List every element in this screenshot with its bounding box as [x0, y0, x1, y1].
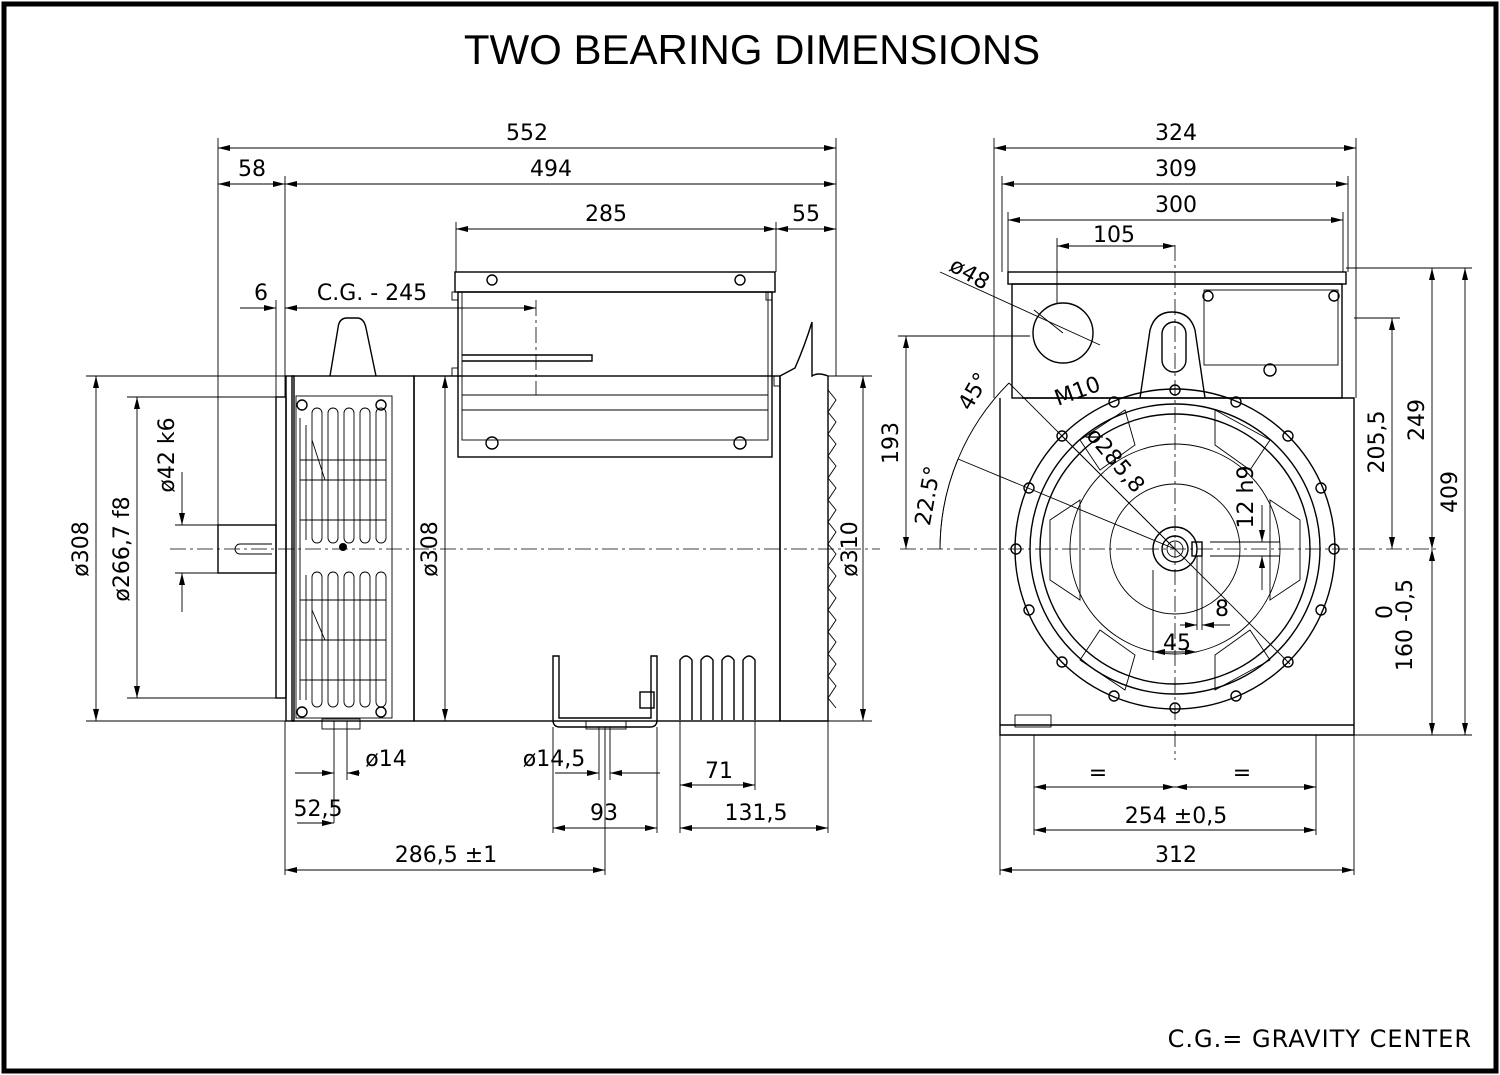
- dim-dia-rear: ø310: [838, 521, 863, 576]
- dim-dia-flange: ø308: [69, 521, 94, 576]
- dim-height-249: 249: [1405, 399, 1430, 441]
- side-view: 552 58 494 285 55 6 C.G. - 245 ø308 ø266…: [69, 121, 880, 875]
- dim-body-length: 494: [530, 157, 572, 182]
- rear-cover: [779, 321, 829, 722]
- stator-body: [413, 375, 781, 722]
- dim-pcd: ø285,8: [1081, 424, 1149, 499]
- dim-foot-span: 286,5 ±1: [395, 843, 497, 868]
- dim-equal-right: =: [1233, 761, 1251, 786]
- fan-grille: [295, 395, 393, 719]
- dim-dia-shaft: ø42 k6: [155, 417, 180, 492]
- dim-dia-body: ø308: [418, 521, 443, 576]
- dim-foot-width: 93: [590, 801, 618, 826]
- drawing-title: TWO BEARING DIMENSIONS: [464, 26, 1040, 73]
- dim-width-box: 309: [1155, 157, 1197, 182]
- dim-hole-mid: ø14,5: [523, 747, 585, 772]
- footer-note: C.G.= GRAVITY CENTER: [1168, 1025, 1472, 1053]
- dim-key-width: 12 h9: [1234, 466, 1259, 529]
- dim-dia-spigot: ø266,7 f8: [110, 496, 135, 601]
- dim-overall-length: 552: [506, 121, 548, 146]
- dim-angle-22: 22.5°: [911, 464, 946, 527]
- dim-rear-foot: 131,5: [725, 801, 788, 826]
- lifting-eye: [329, 317, 377, 377]
- dim-hole-front: ø14: [365, 747, 406, 772]
- dim-key-depth: 8: [1215, 597, 1229, 622]
- dim-key-length: 45: [1163, 631, 1191, 656]
- dim-height-193: 193: [879, 422, 904, 464]
- dim-foot-width-end: 312: [1155, 843, 1197, 868]
- dim-vent-width: 71: [705, 759, 733, 784]
- dim-foot-hole-span: 254 ±0,5: [1125, 804, 1227, 829]
- feet: [321, 655, 756, 730]
- dim-height-2055: 205,5: [1365, 411, 1390, 474]
- dim-terminal-box-length: 285: [585, 202, 627, 227]
- dim-front-foot: 52,5: [294, 797, 343, 822]
- dim-shaft-length: 58: [238, 157, 266, 182]
- dim-dia-hole: ø48: [945, 253, 993, 295]
- dim-width-frame: 300: [1155, 193, 1197, 218]
- dim-rear-offset: 55: [792, 202, 820, 227]
- dim-equal-left: =: [1089, 761, 1107, 786]
- dim-angle-45: 45°: [954, 369, 995, 415]
- dim-thread: M10: [1051, 372, 1104, 412]
- end-view: 324 309 300 105 ø48 45° 22.5° M10 ø285,8…: [879, 121, 1472, 875]
- dim-height-409: 409: [1438, 471, 1463, 513]
- dim-width-overall: 324: [1155, 121, 1197, 146]
- dim-eye-offset: 105: [1093, 223, 1135, 248]
- dim-cg-offset: 6: [254, 281, 268, 306]
- terminal-box: [451, 271, 781, 458]
- dim-shaft-height-lower: 160 -0,5: [1393, 579, 1418, 671]
- dim-shaft-height-upper: 0: [1373, 605, 1398, 619]
- dim-cg: C.G. - 245: [317, 281, 427, 306]
